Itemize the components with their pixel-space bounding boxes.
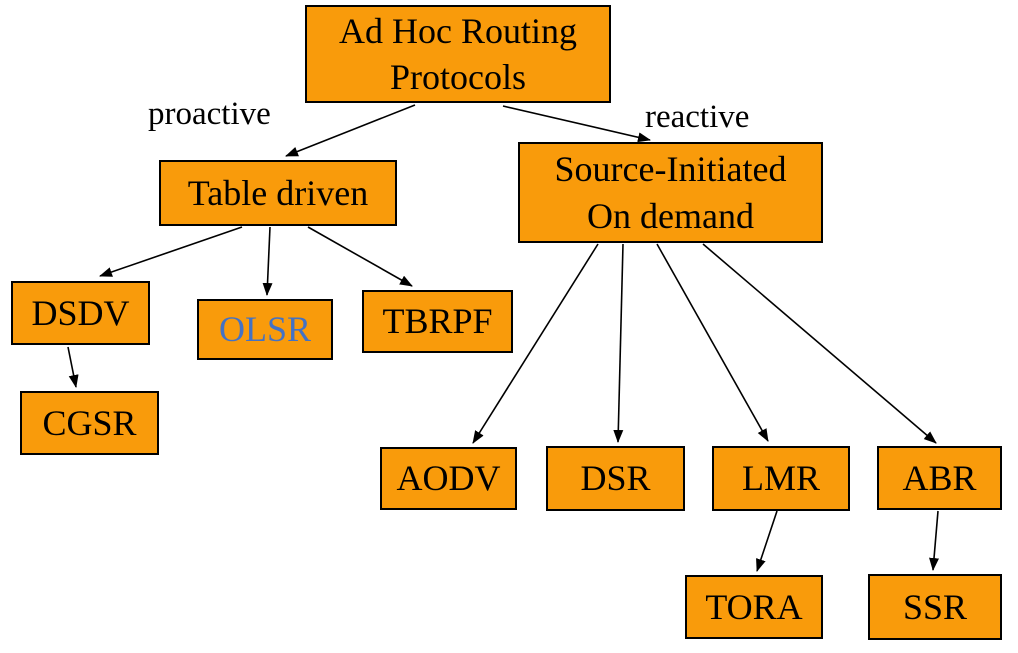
- edge-source-initiated-dsr: [613, 243, 624, 443]
- edge-source-initiated-abr: [702, 243, 937, 444]
- edge-lmr-tora: [756, 510, 778, 572]
- edge-root-table-driven: [285, 104, 416, 157]
- node-tbrpf-label: TBRPF: [382, 301, 493, 342]
- node-source-initiated-label-line1: Source-Initiated: [554, 149, 787, 190]
- node-cgsr-label: CGSR: [42, 402, 137, 443]
- node-source-initiated-label-line2: On demand: [587, 195, 754, 236]
- node-root-label-line2: Protocols: [389, 57, 526, 97]
- node-aodv: AODV: [380, 447, 517, 510]
- node-ad-hoc-routing-protocols: Ad Hoc Routing Protocols: [305, 5, 611, 103]
- node-dsr-label: DSR: [580, 458, 651, 499]
- node-dsdv-label: DSDV: [31, 292, 130, 333]
- node-tora-label: TORA: [705, 586, 803, 627]
- node-dsdv: DSDV: [11, 281, 150, 345]
- node-table-driven-label: Table driven: [187, 172, 369, 213]
- edge-dsdv-cgsr: [67, 346, 79, 388]
- node-table-driven: Table driven: [159, 160, 397, 226]
- node-root-label-line1: Ad Hoc Routing: [339, 10, 577, 51]
- node-cgsr: CGSR: [20, 391, 159, 455]
- node-olsr-label: OLSR: [218, 309, 312, 350]
- branch-label-reactive: reactive: [645, 99, 750, 135]
- node-tora: TORA: [685, 575, 823, 639]
- edge-root-source-initiated: [502, 105, 651, 143]
- node-lmr: LMR: [712, 446, 850, 511]
- edge-table-driven-tbrpf: [307, 226, 413, 287]
- edge-abr-ssr: [929, 510, 939, 571]
- node-dsr: DSR: [546, 446, 685, 511]
- node-abr-label: ABR: [902, 457, 977, 498]
- edge-table-driven-dsdv: [99, 226, 243, 277]
- node-aodv-label: AODV: [396, 458, 501, 499]
- node-source-initiated-on-demand: Source-Initiated On demand: [518, 142, 823, 243]
- node-olsr: OLSR: [197, 299, 333, 360]
- branch-label-proactive: proactive: [148, 96, 271, 132]
- node-tbrpf: TBRPF: [362, 290, 513, 353]
- node-ssr-label: SSR: [902, 586, 968, 627]
- node-ssr: SSR: [868, 574, 1002, 640]
- edge-table-driven-olsr: [262, 226, 273, 296]
- node-abr: ABR: [877, 446, 1002, 510]
- node-lmr-label: LMR: [741, 458, 820, 499]
- edge-source-initiated-lmr: [656, 243, 769, 442]
